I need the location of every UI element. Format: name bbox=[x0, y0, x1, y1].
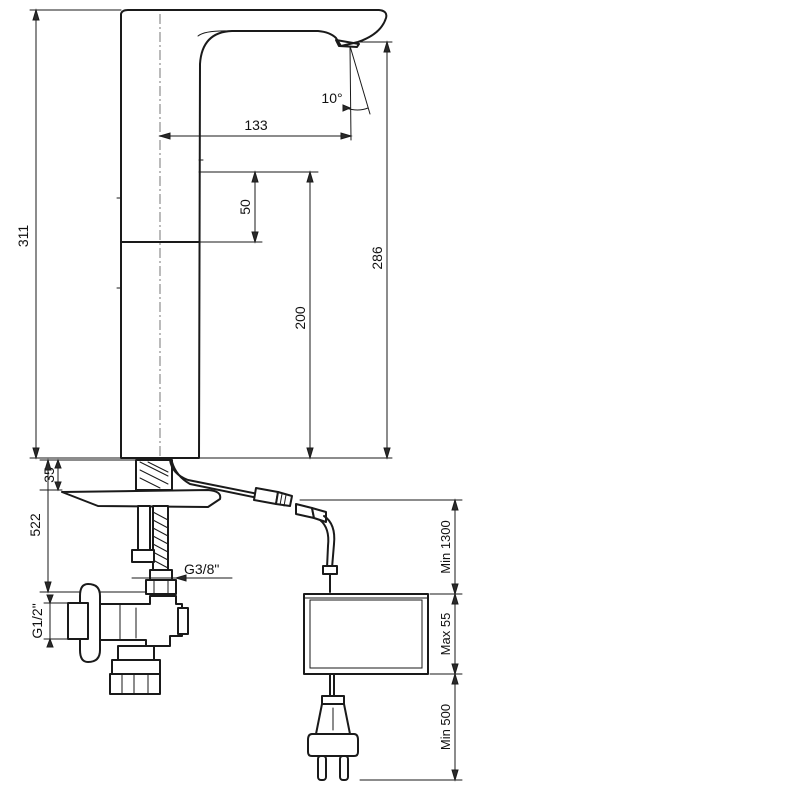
dimension-deck-thickness: 35 bbox=[39, 458, 137, 492]
dimension-total-height: 311 bbox=[15, 8, 122, 460]
dimension-power-cable: Min 500 bbox=[359, 672, 463, 782]
dimension-lower-body: 200 bbox=[292, 170, 314, 460]
dimension-spout-reach: 133 bbox=[158, 117, 353, 140]
thread-g12-label: G1/2" bbox=[29, 603, 45, 638]
thread-g38-label: G3/8" bbox=[184, 561, 219, 577]
control-box bbox=[303, 593, 429, 675]
dimension-200-label: 200 bbox=[292, 306, 308, 330]
dimension-311-label: 311 bbox=[15, 225, 31, 248]
dimension-10deg-label: 10° bbox=[321, 90, 342, 106]
dimension-522-label: 522 bbox=[27, 513, 43, 537]
dimension-spout-height: 286 bbox=[198, 40, 393, 460]
mounting-assembly bbox=[61, 459, 222, 595]
sensor-cable bbox=[169, 459, 338, 593]
dimension-min-500-label: Min 500 bbox=[438, 704, 453, 750]
dimension-max-55-label: Max 55 bbox=[438, 613, 453, 656]
dimension-upper-segment: 50 bbox=[198, 170, 319, 244]
dimension-cable-to-box: Min 1300 bbox=[299, 498, 463, 596]
dimension-hose-thread: G3/8" bbox=[131, 561, 233, 582]
angle-valve bbox=[67, 583, 189, 695]
dimension-35-label: 35 bbox=[41, 467, 57, 483]
power-plug bbox=[307, 673, 359, 781]
dimension-spout-angle: 10° bbox=[321, 45, 371, 141]
dimension-inlet-thread: G1/2" bbox=[29, 594, 69, 648]
dimension-min-1300-label: Min 1300 bbox=[438, 520, 453, 573]
dimension-box-height: Max 55 bbox=[429, 592, 463, 676]
dimension-286-label: 286 bbox=[369, 246, 385, 270]
dimension-50-label: 50 bbox=[237, 199, 253, 215]
dimension-133-label: 133 bbox=[244, 117, 268, 133]
faucet-body bbox=[116, 9, 388, 459]
